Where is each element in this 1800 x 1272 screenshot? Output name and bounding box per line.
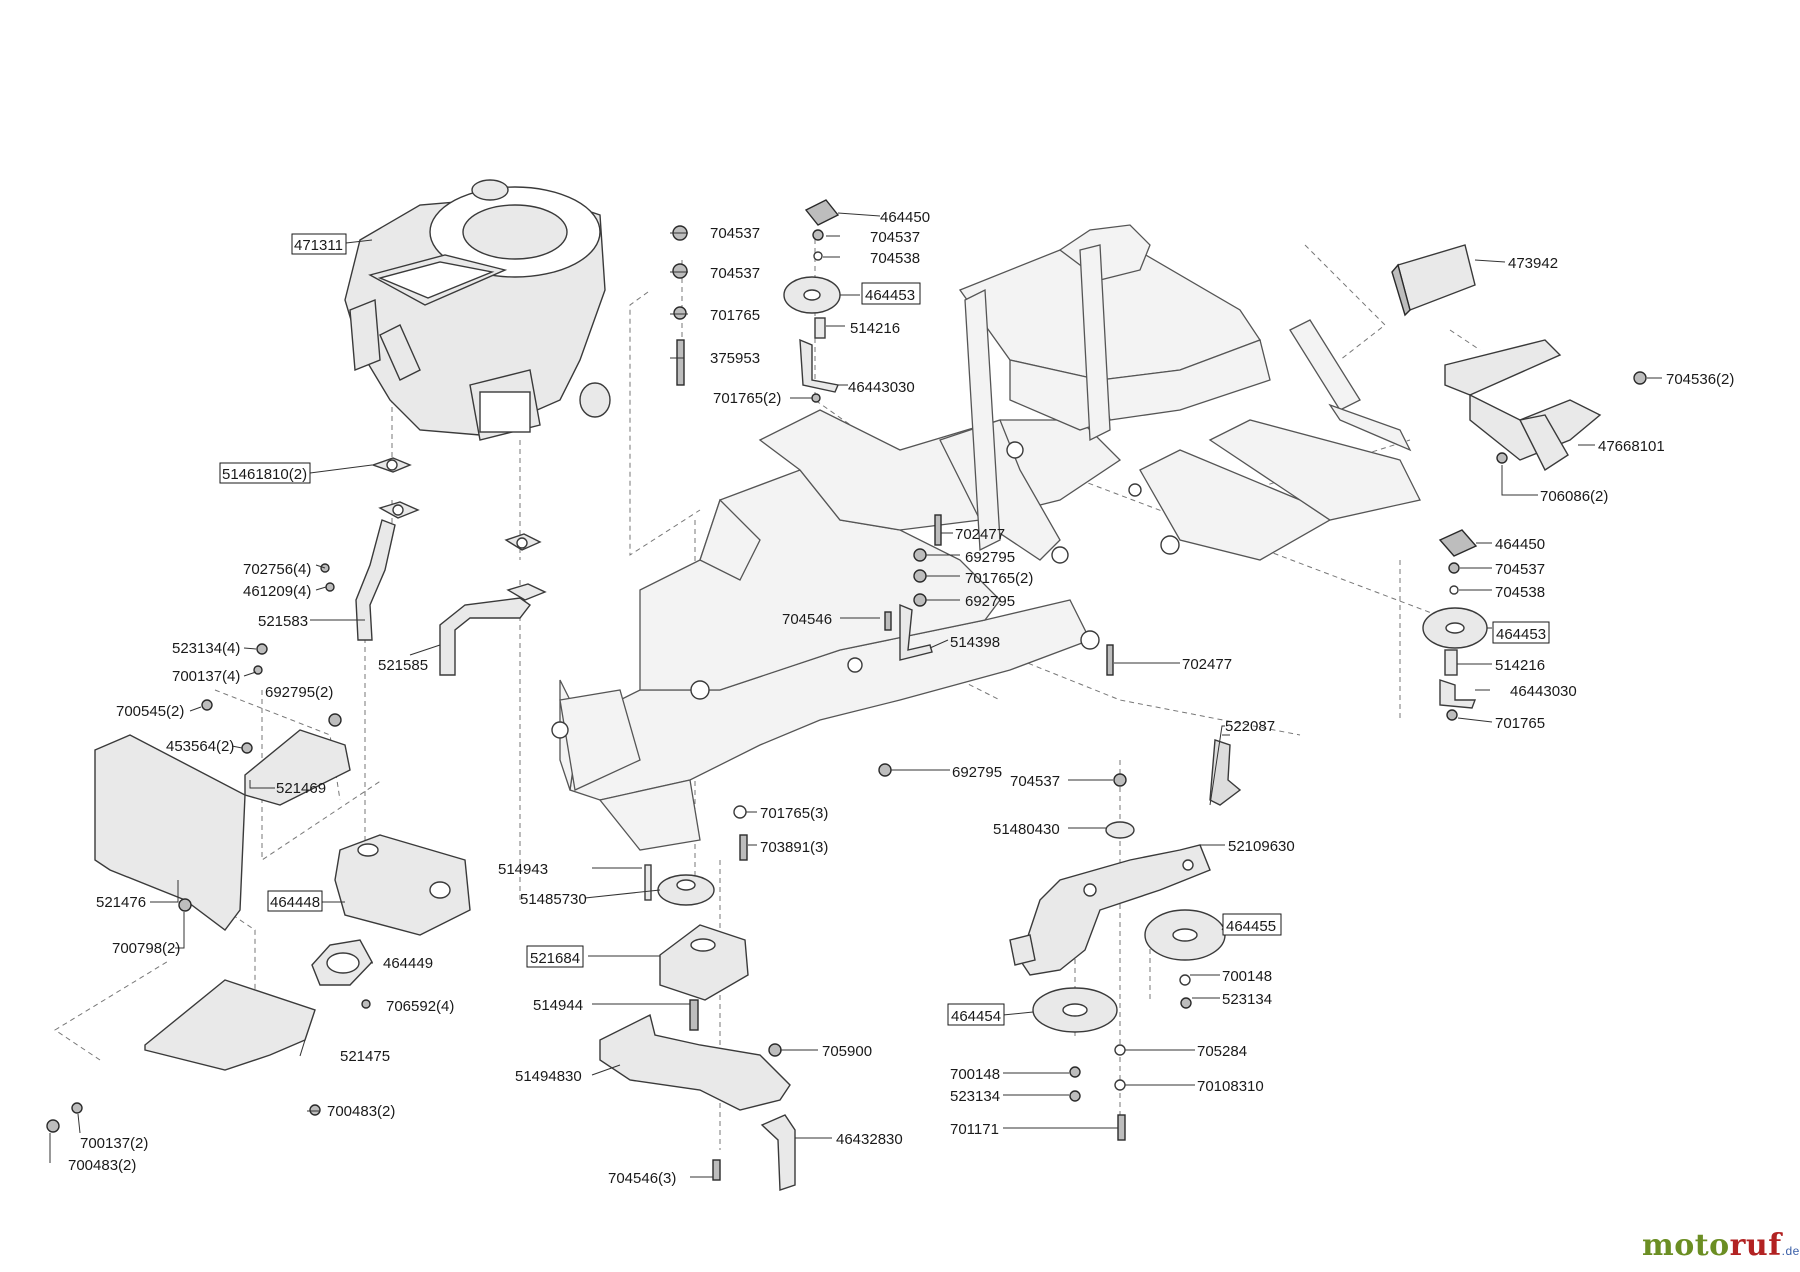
part-label-514398: 514398 bbox=[950, 634, 1000, 651]
part-label-702477-a: 702477 bbox=[955, 526, 1005, 543]
label-box-51461810 bbox=[219, 462, 311, 484]
label-box-464455 bbox=[1222, 913, 1282, 936]
brand-name-part-b: ruf bbox=[1729, 1228, 1782, 1263]
part-label-521684: 521684 bbox=[530, 950, 580, 967]
part-label-514943: 514943 bbox=[498, 861, 548, 878]
part-label-704537-a: 704537 bbox=[710, 225, 760, 242]
part-label-522087: 522087 bbox=[1225, 718, 1275, 735]
part-label-464449: 464449 bbox=[383, 955, 433, 972]
part-label-464448: 464448 bbox=[270, 894, 320, 911]
part-label-700137-4: 700137(4) bbox=[172, 668, 240, 685]
part-label-704538-b: 704538 bbox=[1495, 584, 1545, 601]
label-box-471311 bbox=[291, 233, 347, 255]
part-label-703891: 703891(3) bbox=[760, 839, 828, 856]
right-hardware bbox=[1391, 244, 1647, 721]
part-label-521475: 521475 bbox=[340, 1048, 390, 1065]
part-label-523134-a: 523134 bbox=[1222, 991, 1272, 1008]
part-label-52109630: 52109630 bbox=[1228, 838, 1295, 855]
part-label-473942: 473942 bbox=[1508, 255, 1558, 272]
part-label-701765-c: 701765(2) bbox=[965, 570, 1033, 587]
part-label-464450-a: 464450 bbox=[880, 209, 930, 226]
part-label-700137-2: 700137(2) bbox=[80, 1135, 148, 1152]
part-label-47668101: 47668101 bbox=[1598, 438, 1665, 455]
part-label-704538-a: 704538 bbox=[870, 250, 920, 267]
leader-lines bbox=[49, 212, 1662, 1178]
part-label-700148-a: 700148 bbox=[1222, 968, 1272, 985]
part-label-461209: 461209(4) bbox=[243, 583, 311, 600]
part-label-700798: 700798(2) bbox=[112, 940, 180, 957]
brand-logo: motoruf.de bbox=[1642, 1228, 1800, 1263]
part-label-523134-4: 523134(4) bbox=[172, 640, 240, 657]
part-label-471311: 471311 bbox=[294, 237, 343, 254]
part-label-521469: 521469 bbox=[276, 780, 326, 797]
label-box-464448 bbox=[267, 890, 323, 912]
part-label-375953: 375953 bbox=[710, 350, 760, 367]
part-label-704536: 704536(2) bbox=[1666, 371, 1734, 388]
part-label-700148-b: 700148 bbox=[950, 1066, 1000, 1083]
label-box-464453-a bbox=[861, 282, 921, 305]
part-label-51485730: 51485730 bbox=[520, 891, 587, 908]
part-label-702477-b: 702477 bbox=[1182, 656, 1232, 673]
part-label-701171: 701171 bbox=[950, 1121, 999, 1138]
part-label-704537-e: 704537 bbox=[1010, 773, 1060, 790]
part-label-464450-b: 464450 bbox=[1495, 536, 1545, 553]
part-label-700483-a: 700483(2) bbox=[327, 1103, 395, 1120]
part-label-521585: 521585 bbox=[378, 657, 428, 674]
part-label-464453-a: 464453 bbox=[865, 287, 915, 304]
part-labels: 471311 51461810(2) 702756(4) 461209(4) 5… bbox=[68, 209, 1734, 1187]
part-label-701765-a: 701765 bbox=[710, 307, 760, 324]
idler-assembly bbox=[1009, 739, 1242, 1141]
part-label-704546-3: 704546(3) bbox=[608, 1170, 676, 1187]
part-label-514216-a: 514216 bbox=[850, 320, 900, 337]
part-label-700483-b: 700483(2) bbox=[68, 1157, 136, 1174]
left-brackets bbox=[46, 563, 371, 1133]
label-box-464454 bbox=[947, 1003, 1005, 1026]
part-label-705900: 705900 bbox=[822, 1043, 872, 1060]
center-hardware bbox=[599, 199, 1114, 1191]
exhaust-parts bbox=[355, 457, 547, 676]
part-label-521476: 521476 bbox=[96, 894, 146, 911]
part-label-521583: 521583 bbox=[258, 613, 308, 630]
label-box-521684 bbox=[526, 945, 584, 968]
part-label-705284: 705284 bbox=[1197, 1043, 1247, 1060]
part-label-701765-e: 701765 bbox=[1495, 715, 1545, 732]
part-label-70108310: 70108310 bbox=[1197, 1078, 1264, 1095]
brand-name-part-a: moto bbox=[1642, 1228, 1730, 1263]
part-label-46443030-b: 46443030 bbox=[1510, 683, 1577, 700]
part-label-706592: 706592(4) bbox=[386, 998, 454, 1015]
label-box-464453-b bbox=[1492, 621, 1550, 644]
part-label-464453-b: 464453 bbox=[1496, 626, 1546, 643]
part-label-701765-d: 701765(3) bbox=[760, 805, 828, 822]
part-label-704537-c: 704537 bbox=[870, 229, 920, 246]
part-label-692795-2: 692795(2) bbox=[265, 684, 333, 701]
part-label-704537-b: 704537 bbox=[710, 265, 760, 282]
part-label-702756: 702756(4) bbox=[243, 561, 311, 578]
part-label-464454: 464454 bbox=[951, 1008, 1001, 1025]
part-label-51494830: 51494830 bbox=[515, 1068, 582, 1085]
part-label-51480430: 51480430 bbox=[993, 821, 1060, 838]
brand-suffix: .de bbox=[1781, 1244, 1800, 1258]
part-label-700545: 700545(2) bbox=[116, 703, 184, 720]
part-label-692795-c: 692795 bbox=[952, 764, 1002, 781]
part-label-704537-d: 704537 bbox=[1495, 561, 1545, 578]
part-label-701765-b: 701765(2) bbox=[713, 390, 781, 407]
part-label-46443030-a: 46443030 bbox=[848, 379, 915, 396]
part-label-51461810: 51461810(2) bbox=[222, 466, 307, 483]
part-label-46432830: 46432830 bbox=[836, 1131, 903, 1148]
part-label-692795-a: 692795 bbox=[965, 549, 1015, 566]
engine bbox=[344, 179, 611, 441]
part-label-706086: 706086(2) bbox=[1540, 488, 1608, 505]
part-label-453564: 453564(2) bbox=[166, 738, 234, 755]
part-label-514944: 514944 bbox=[533, 997, 583, 1014]
part-label-514216-b: 514216 bbox=[1495, 657, 1545, 674]
part-label-704546: 704546 bbox=[782, 611, 832, 628]
part-label-692795-b: 692795 bbox=[965, 593, 1015, 610]
part-label-464455: 464455 bbox=[1226, 918, 1276, 935]
chassis-frame bbox=[551, 224, 1421, 851]
part-label-523134-b: 523134 bbox=[950, 1088, 1000, 1105]
muffler bbox=[311, 834, 471, 986]
